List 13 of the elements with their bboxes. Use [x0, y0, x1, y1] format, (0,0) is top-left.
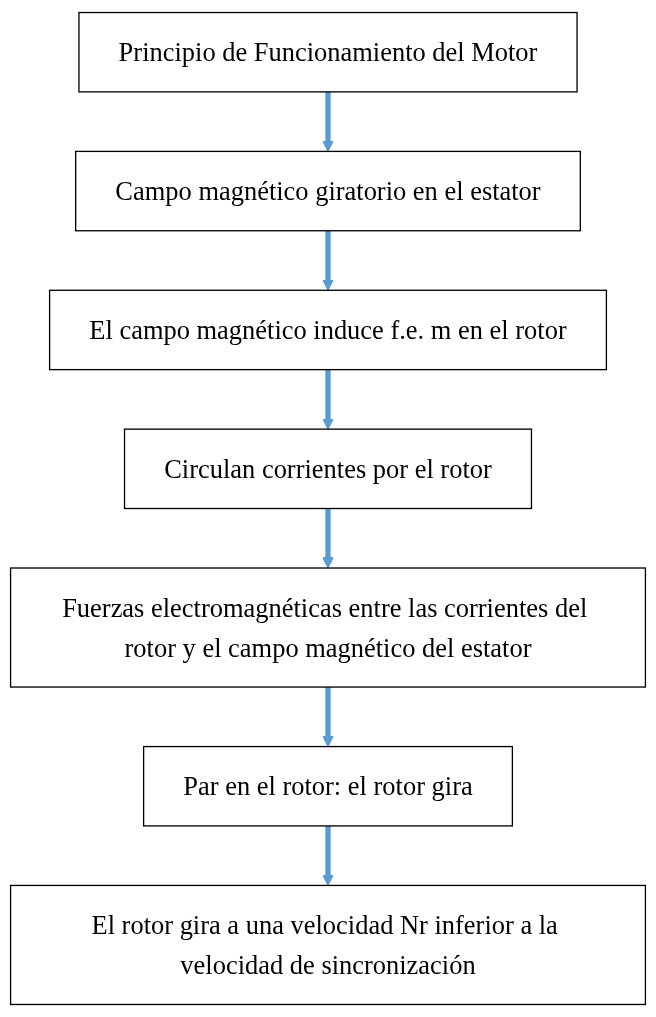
arrow [322, 687, 334, 748]
node-box: Fuerzas electromagnéticas entre las corrientes del rotor y el campo magnético del estator [9, 567, 647, 688]
node-box: Principio de Funcionamiento del Motor [78, 11, 578, 93]
node-box: Campo magnético giratorio en el estator [75, 150, 581, 232]
arrow [322, 825, 334, 886]
node-box: Circulan corrientes por el rotor [123, 428, 533, 510]
arrow [322, 508, 334, 569]
node-box: El rotor gira a una velocidad Nr inferior a la velocidad de sincronización [9, 884, 647, 1006]
arrow [322, 369, 334, 430]
arrow [322, 230, 334, 291]
node-box: El campo magnético induce f.e. m en el rotor [48, 289, 608, 371]
arrow [322, 91, 334, 152]
node-box: Par en el rotor: el rotor gira [142, 745, 514, 827]
